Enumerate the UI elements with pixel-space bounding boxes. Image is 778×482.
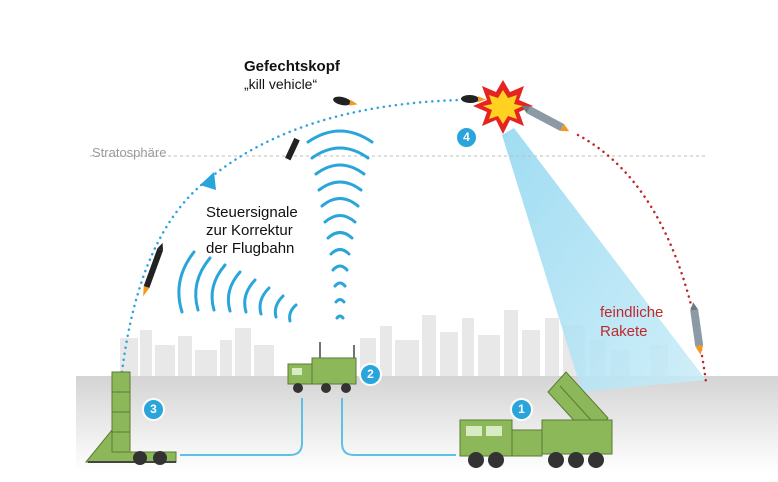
stratosphere-label: Stratosphäre — [92, 145, 167, 160]
command-vehicle — [287, 342, 357, 393]
enemy-line-2: Rakete — [600, 323, 648, 340]
badge-2: 2 — [359, 363, 382, 386]
radar-vehicle — [459, 371, 613, 468]
enemy-missile-label: feindliche Rakete — [600, 303, 663, 341]
ground — [76, 376, 778, 472]
enemy-trajectory — [576, 133, 708, 384]
warhead-separating — [285, 137, 300, 161]
connection-cables — [180, 398, 456, 456]
interceptor-missile-rising — [143, 242, 164, 297]
warhead-subtitle: „kill vehicle“ — [244, 76, 318, 92]
radar-beam — [502, 128, 706, 392]
explosion-icon — [473, 80, 533, 134]
kill-vehicle-near-impact-icon — [461, 94, 486, 104]
trajectory-arrow-icon — [200, 172, 216, 190]
badge-3: 3 — [142, 398, 165, 421]
enemy-missile-lower — [690, 302, 704, 355]
steering-line-2: zur Korrektur — [206, 222, 293, 239]
badge-4: 4 — [455, 126, 478, 149]
enemy-line-1: feindliche — [600, 304, 664, 321]
badge-1: 1 — [510, 398, 533, 421]
launcher-vehicle — [84, 371, 177, 465]
enemy-missile-upper — [521, 105, 570, 132]
steering-line-3: der Flugbahn — [206, 240, 295, 257]
steering-line-1: Steuersignale — [206, 204, 298, 221]
radar-signal-waves — [177, 129, 374, 323]
kill-vehicle-icon — [333, 96, 358, 106]
warhead-title: Gefechtskopf — [244, 58, 340, 75]
steering-signals-label: Steuersignale zur Korrektur der Flugbahn — [206, 204, 298, 258]
